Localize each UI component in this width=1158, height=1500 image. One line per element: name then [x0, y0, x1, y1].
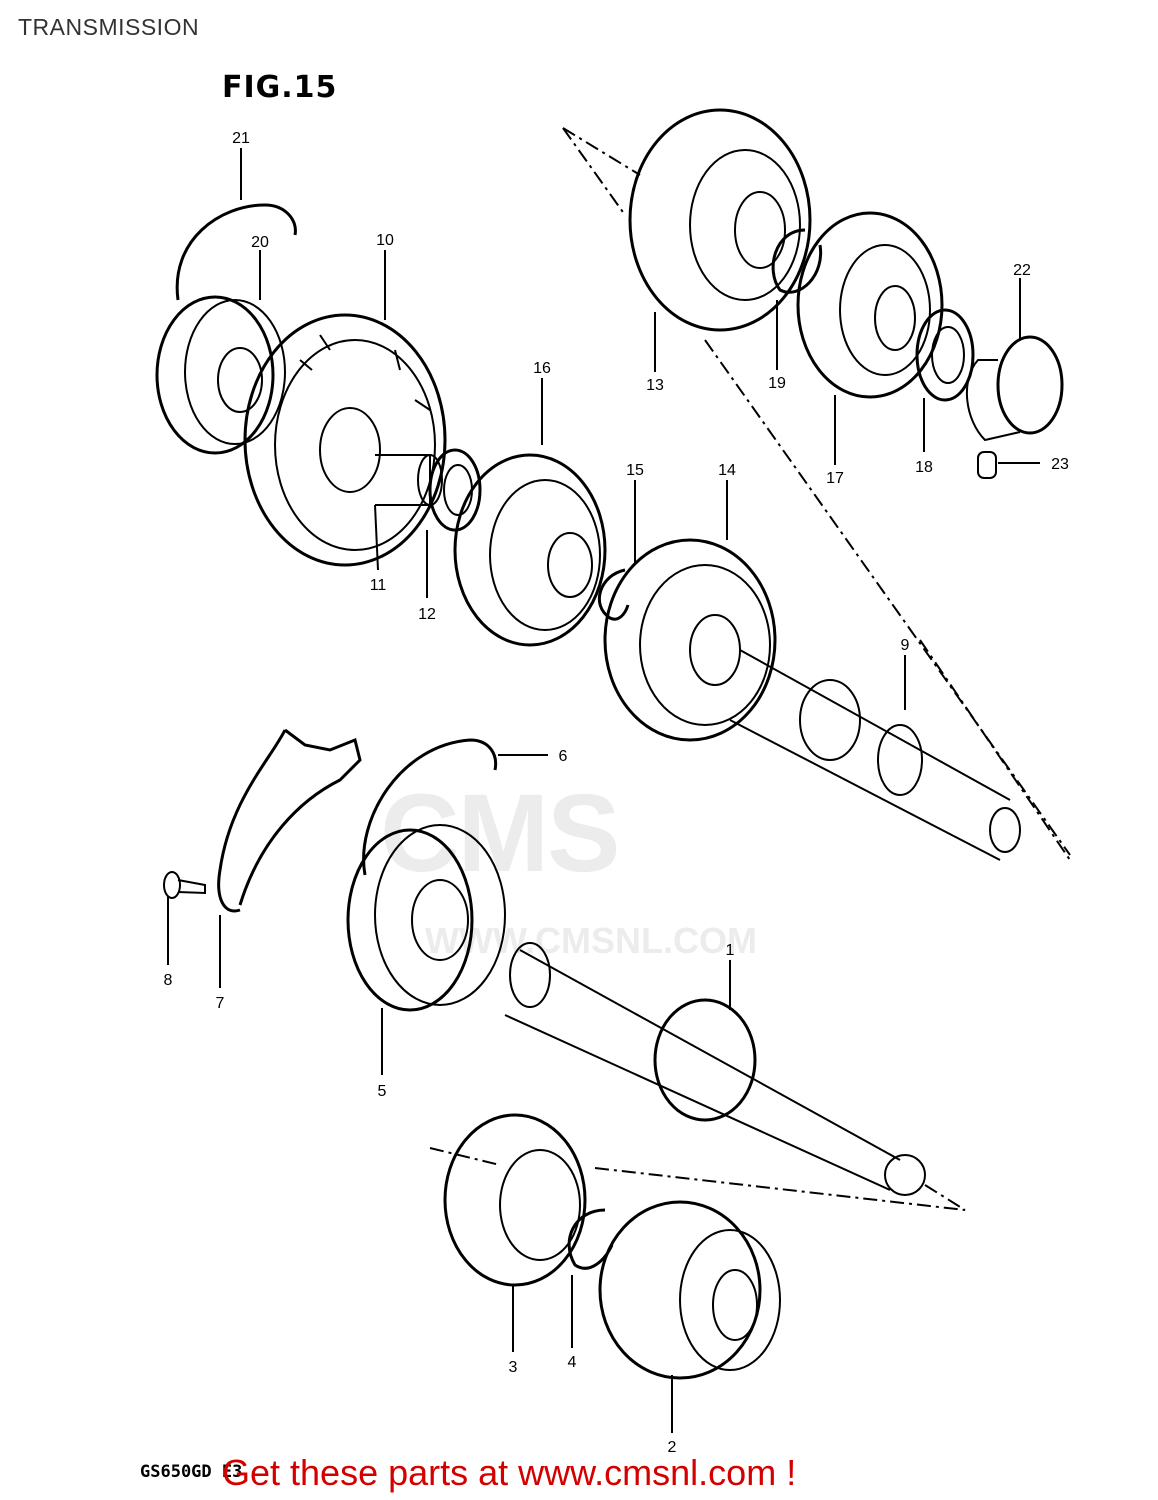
part-9-shaft: [729, 649, 1021, 861]
guide-line: [919, 639, 1071, 861]
callout-19: 19: [768, 375, 786, 392]
part-2-gear: [598, 1200, 781, 1380]
part-1-countershaft: [504, 942, 926, 1196]
guide-line: [562, 127, 626, 216]
callout-12: 12: [418, 606, 436, 623]
part-19-circlip: [771, 228, 823, 294]
guide-line: [704, 339, 1071, 856]
callout-15: 15: [626, 462, 644, 479]
callout-3: 3: [509, 1359, 518, 1376]
guide-line: [562, 127, 641, 176]
part-23-pin: [977, 451, 997, 479]
part-15-circlip: [597, 568, 630, 621]
part-7-retainer: [217, 728, 362, 913]
callout-14: 14: [718, 462, 736, 479]
callout-22: 22: [1013, 262, 1031, 279]
callout-9: 9: [901, 637, 910, 654]
part-5-bearing: [346, 824, 506, 1012]
part-10-gear: [243, 313, 447, 567]
callout-5: 5: [378, 1083, 387, 1100]
part-18-washer: [915, 308, 975, 402]
callout-4: 4: [568, 1354, 577, 1371]
part-17-gear: [796, 211, 944, 399]
callout-1: 1: [726, 942, 735, 959]
page-title: TRANSMISSION: [18, 14, 200, 40]
watermark-url: WWW.CMSNL.COM: [425, 920, 757, 961]
part-16-gear: [453, 453, 607, 647]
callout-21: 21: [232, 130, 250, 147]
callout-8: 8: [164, 972, 173, 989]
figure-label: FIG.15: [222, 70, 338, 105]
guide-line: [594, 1167, 966, 1211]
shop-link[interactable]: Get these parts at www.cmsnl.com !: [222, 1452, 797, 1493]
callout-7: 7: [216, 995, 225, 1012]
part-14-gear: [603, 538, 777, 742]
part-20-bearing: [155, 295, 286, 455]
callout-17: 17: [826, 470, 844, 487]
part-13-gear: [628, 108, 812, 332]
callout-11: 11: [370, 577, 387, 594]
part-8-screw: [163, 871, 206, 899]
callout-20: 20: [251, 234, 269, 251]
callout-23: 23: [1051, 456, 1069, 473]
callout-6: 6: [559, 748, 568, 765]
part-22-needle-bearing: [965, 335, 1064, 442]
callout-16: 16: [533, 360, 551, 377]
callout-18: 18: [915, 459, 933, 476]
guide-line: [429, 1147, 501, 1166]
guide-line: [924, 1184, 966, 1211]
leader-line: [374, 504, 379, 571]
part-21-circlip: [175, 203, 297, 301]
watermark-logo: CMS: [380, 772, 620, 895]
part-4-circlip: [567, 1208, 614, 1270]
callout-2: 2: [668, 1439, 677, 1456]
part-6-circlip: [362, 738, 498, 876]
part-3-gear: [443, 1113, 587, 1287]
callout-13: 13: [646, 377, 664, 394]
model-code: GS650GD E3: [140, 1462, 243, 1482]
callout-10: 10: [376, 232, 394, 249]
